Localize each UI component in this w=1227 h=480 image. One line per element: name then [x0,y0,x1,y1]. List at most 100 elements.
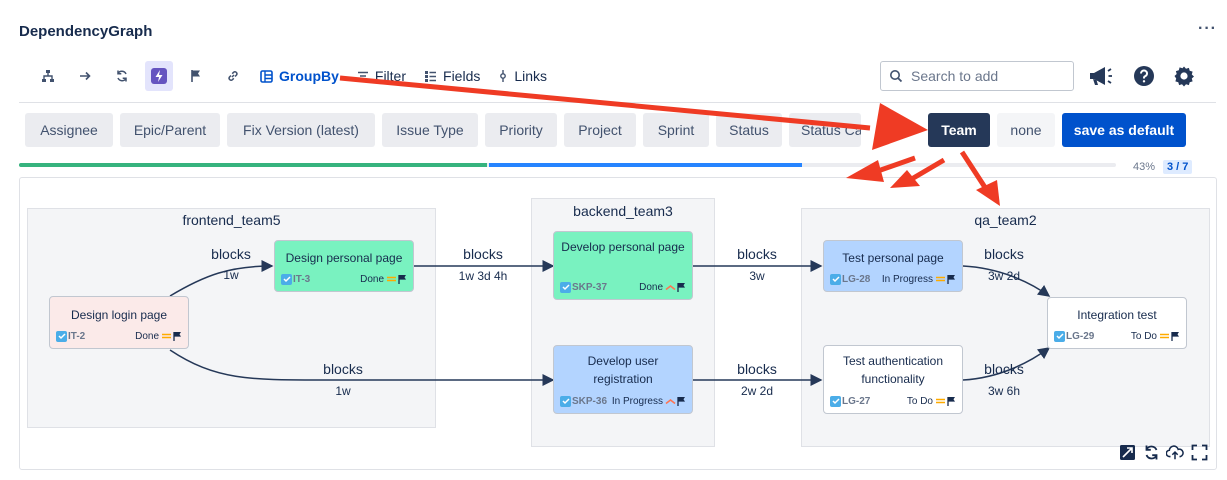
issue-footer: SKP-36 In Progress [560,394,686,408]
groupby-option-project[interactable]: Project [564,113,636,147]
refresh-icon[interactable] [108,61,136,91]
arrow-right-icon[interactable] [71,61,99,91]
progress-count-badge: 3 / 7 [1163,160,1193,174]
task-checkbox-icon [1054,330,1065,342]
issue-key-text: LG-29 [1066,330,1095,342]
lightning-icon[interactable] [145,61,173,91]
progress-inprogress-segment [489,163,802,167]
canvas-tools [1118,443,1208,461]
edge-duration: 1w [335,384,351,398]
groupby-option-issue-type[interactable]: Issue Type [382,113,478,147]
groupby-option-team[interactable]: Team [928,113,990,147]
priority-medium-icon [387,276,396,282]
priority-medium-icon [936,398,945,404]
groupby-option-status-category[interactable]: Status Ca [789,113,861,147]
task-checkbox-icon [560,281,571,293]
groupby-option-priority[interactable]: Priority [485,113,557,147]
issue-footer: IT-2 Done [56,329,182,343]
fields-tab[interactable]: Fields [424,68,480,84]
flag-icon [173,332,181,341]
more-icon[interactable]: ··· [1198,20,1217,37]
group-label: frontend_team5 [182,212,281,228]
fields-label: Fields [443,68,481,84]
edge-label: blocks [323,361,363,377]
toolbar-divider [19,102,1216,103]
issue-key: LG-27 [830,395,871,407]
save-as-default-button[interactable]: save as default [1062,113,1186,147]
flag-icon [398,275,406,284]
issue-status: To Do [1130,330,1157,342]
flag-icon [677,397,685,406]
flag-icon [947,275,955,284]
groupby-option-fix-version[interactable]: Fix Version (latest) [227,113,375,147]
groupby-option-sprint[interactable]: Sprint [643,113,709,147]
groupby-icon [260,69,273,83]
groupby-option-epic-parent[interactable]: Epic/Parent [120,113,220,147]
issue-footer: LG-27 To Do [830,394,956,408]
issue-title: Integration test [1077,308,1157,322]
issue-key: LG-29 [1054,330,1095,342]
task-checkbox-icon [830,395,841,407]
expand-icon[interactable] [1118,443,1136,461]
issue-footer: LG-28 In Progress [830,272,956,286]
links-icon [500,70,507,82]
priority-medium-icon [936,276,945,282]
links-tab[interactable]: Links [498,68,547,84]
edge-label: blocks [984,246,1024,262]
sync-icon[interactable] [1142,443,1160,461]
issue-footer: IT-3 Done [281,272,407,286]
hierarchy-icon[interactable] [34,61,62,91]
issue-key: IT-3 [281,273,310,285]
search-placeholder: Search to add [911,68,999,84]
edge-duration: 3w [749,269,765,283]
groupby-option-status[interactable]: Status [716,113,782,147]
issue-node-lg-28[interactable]: Test personal page LG-28 In Progress [823,240,963,292]
edge-label: blocks [211,246,251,262]
flag-icon[interactable] [182,61,210,91]
megaphone-icon[interactable] [1086,62,1114,90]
groupby-option-assignee[interactable]: Assignee [25,113,113,147]
group-label: backend_team3 [573,203,673,219]
issue-key: IT-2 [56,330,85,342]
issue-key: SKP-36 [560,395,608,407]
issue-title: Test authentication functionality [842,354,944,386]
issue-node-lg-29[interactable]: Integration test LG-29 To Do [1047,297,1187,349]
issue-status: In Progress [611,395,663,407]
cloud-upload-icon[interactable] [1166,443,1184,461]
edge-label: blocks [463,246,503,262]
help-icon[interactable] [1130,62,1158,90]
task-checkbox-icon [56,330,67,342]
task-checkbox-icon [281,273,292,285]
issue-key-text: LG-27 [842,395,871,407]
issue-title: Design personal page [285,251,403,265]
issue-node-skp-37[interactable]: Develop personal page SKP-37 Done [553,231,693,300]
issue-status: To Do [906,395,933,407]
issue-node-lg-27[interactable]: Test authentication functionality LG-27 … [823,345,963,414]
issue-key-text: SKP-36 [572,395,608,407]
issue-key: LG-28 [830,273,870,285]
groupby-label: GroupBy [279,68,339,84]
toolbar: GroupBy Filter Fields Links [34,60,565,92]
issue-node-it-2[interactable]: Design login page IT-2 Done [49,296,189,349]
edge-label: blocks [984,361,1024,377]
issue-status: Done [135,330,159,342]
edge-duration: 3w 6h [987,384,1021,398]
fullscreen-icon[interactable] [1190,443,1208,461]
priority-high-icon [665,284,676,291]
issue-footer: LG-29 To Do [1054,329,1180,343]
fields-icon [425,70,437,82]
issue-node-it-3[interactable]: Design personal page IT-3 Done [274,240,414,292]
issue-title: Design login page [70,308,168,322]
filter-tab[interactable]: Filter [357,68,406,84]
search-input[interactable]: Search to add [880,61,1074,91]
task-checkbox-icon [560,395,571,407]
issue-footer: SKP-37 Done [560,280,686,294]
link-icon[interactable] [219,61,247,91]
settings-icon[interactable] [1170,62,1198,90]
groupby-option-none[interactable]: none [997,113,1055,147]
filter-icon [357,71,368,81]
groupby-tab[interactable]: GroupBy [260,68,339,84]
issue-node-skp-36[interactable]: Develop user registration SKP-36 In Prog… [553,345,693,414]
annotation-arrowhead-team [872,103,928,150]
